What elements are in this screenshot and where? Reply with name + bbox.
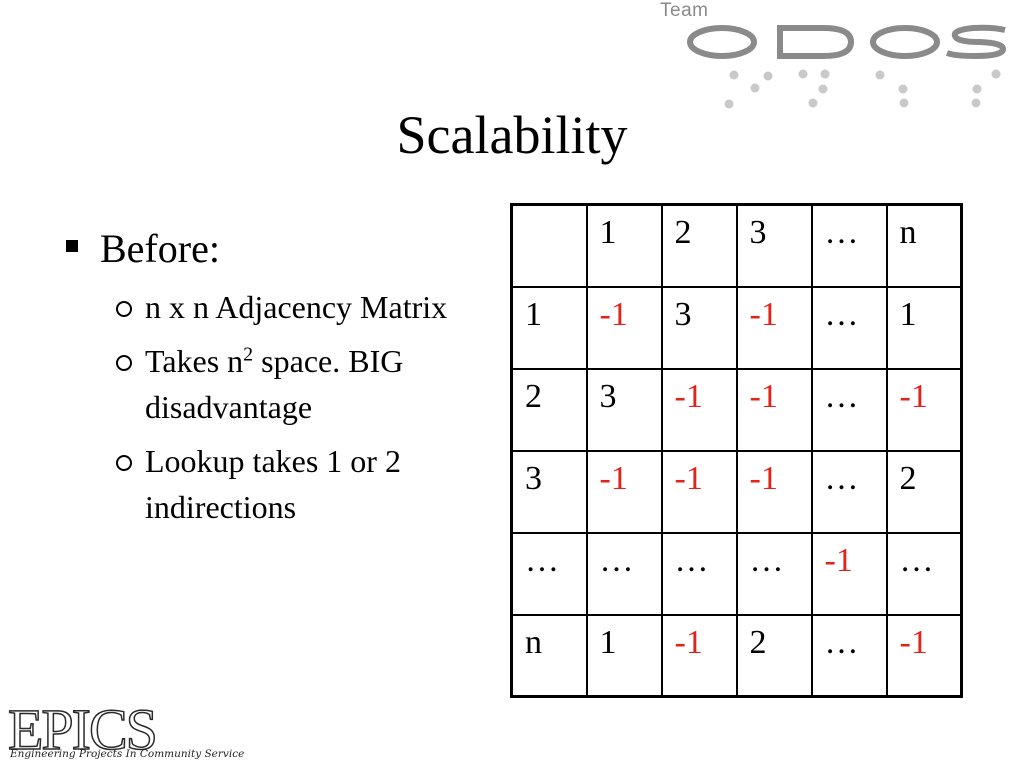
table-cell: -1 <box>660 449 738 534</box>
table-cell: -1 <box>885 613 963 698</box>
table-cell: 1 <box>510 285 588 370</box>
circle-bullet-icon <box>116 355 132 371</box>
table-cell: 2 <box>735 613 813 698</box>
table-cell: 3 <box>585 367 663 452</box>
sub-bullet-text-suffix: space. BIG disadvantage <box>145 343 404 425</box>
table-cell: 2 <box>510 367 588 452</box>
table-cell: 3 <box>735 203 813 288</box>
table-cell: n <box>885 203 963 288</box>
table-cell <box>510 203 588 288</box>
sub-bullet: Lookup takes 1 or 2 indirections <box>62 438 482 530</box>
sub-bullet-text: Lookup takes 1 or 2 indirections <box>145 443 401 525</box>
bullet-before: Before: <box>62 222 482 276</box>
table-cell: 1 <box>585 613 663 698</box>
table-cell: 1 <box>885 285 963 370</box>
sub-bullet: n x n Adjacency Matrix <box>62 284 482 330</box>
table-cell: … <box>735 531 813 616</box>
table-cell: … <box>810 367 888 452</box>
table-cell: 2 <box>885 449 963 534</box>
table-cell: 3 <box>660 285 738 370</box>
odos-logo <box>687 24 1007 109</box>
epics-logo-word: EPICS <box>7 697 158 762</box>
table-cell: -1 <box>735 285 813 370</box>
table-cell: … <box>810 613 888 698</box>
table-row: 3-1-1-1…2 <box>510 449 963 534</box>
table-cell: -1 <box>660 367 738 452</box>
table-row: …………-1… <box>510 531 963 616</box>
table-cell: … <box>810 449 888 534</box>
table-cell: -1 <box>810 531 888 616</box>
slide-title: Scalability <box>396 105 628 165</box>
table-cell: -1 <box>585 285 663 370</box>
table-cell: -1 <box>660 613 738 698</box>
table-cell: … <box>885 531 963 616</box>
table-cell: … <box>810 285 888 370</box>
circle-bullet-icon <box>116 455 132 471</box>
table-cell: n <box>510 613 588 698</box>
sub-bullet-text-prefix: Takes n <box>145 343 244 379</box>
circle-bullet-icon <box>116 301 132 317</box>
sub-bullet-text: n x n Adjacency Matrix <box>145 289 448 325</box>
table-cell: -1 <box>735 449 813 534</box>
table-cell: 3 <box>510 449 588 534</box>
table-cell: … <box>810 203 888 288</box>
square-bullet-icon <box>66 240 78 252</box>
superscript: 2 <box>243 343 254 366</box>
table-cell: -1 <box>585 449 663 534</box>
table-cell: 1 <box>585 203 663 288</box>
epics-logo: EPICS Engineering Projects In Community … <box>7 699 244 768</box>
table-cell: -1 <box>735 367 813 452</box>
epics-logo-tagline: Engineering Projects In Community Servic… <box>10 748 245 760</box>
team-logo-label: Team <box>660 0 709 21</box>
table-cell: … <box>660 531 738 616</box>
sub-bullet: Takes n2 space. BIG disadvantage <box>62 338 482 430</box>
table-cell: 2 <box>660 203 738 288</box>
bullet-list: Before: n x n Adjacency Matrix Takes n2 … <box>62 222 482 530</box>
table-cell: … <box>585 531 663 616</box>
table-cell: -1 <box>885 367 963 452</box>
table-cell: … <box>510 531 588 616</box>
bullet-before-text: Before: <box>100 226 220 271</box>
